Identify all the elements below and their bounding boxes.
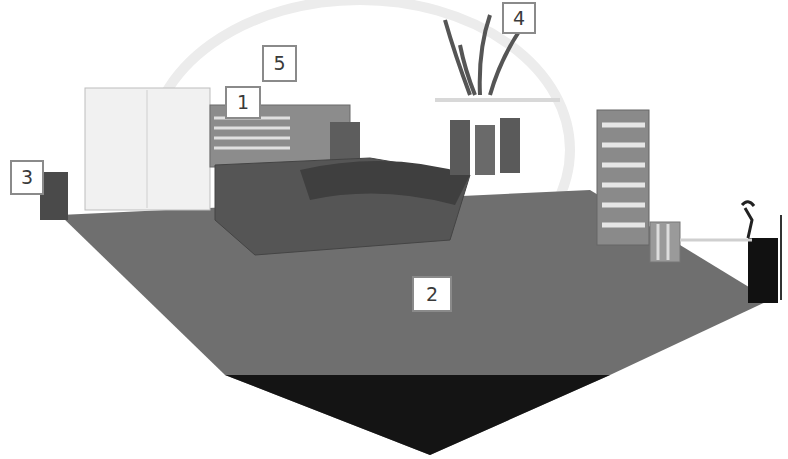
- chair: [650, 222, 680, 262]
- callout-box: 1: [225, 86, 261, 119]
- callout-box: 3: [10, 160, 44, 195]
- bookshelf-shelves: [602, 125, 645, 225]
- callout-box: 5: [262, 45, 297, 82]
- callout-number: 4: [513, 9, 525, 28]
- side-cabinet: [40, 172, 68, 220]
- headboard-stripes: [214, 118, 290, 148]
- desk-lamp: [742, 202, 754, 238]
- callout-number: 2: [426, 285, 438, 304]
- desk-top: [680, 239, 752, 242]
- bed: [215, 158, 470, 255]
- desk: [748, 238, 778, 303]
- callout-box: 2: [412, 276, 452, 312]
- bookshelf: [597, 110, 649, 245]
- wardrobe-door: [147, 90, 148, 208]
- wardrobe: [85, 88, 210, 210]
- floor-edge: [225, 375, 610, 455]
- plant: [435, 15, 560, 175]
- callout-box: 4: [502, 2, 536, 34]
- blanket: [300, 161, 470, 205]
- wall-edge: [780, 215, 782, 300]
- callout-number: 5: [273, 54, 285, 73]
- callout-number: 1: [237, 93, 249, 112]
- callout-number: 3: [21, 168, 33, 187]
